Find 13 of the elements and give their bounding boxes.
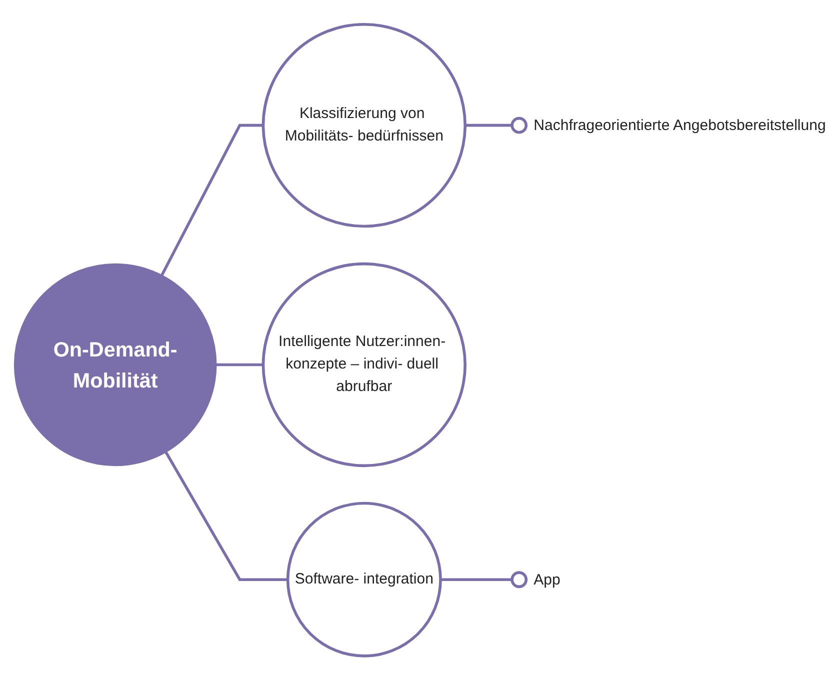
central-circle: On-Demand-Mobilität — [14, 264, 217, 466]
connector-line — [216, 364, 264, 366]
connector-line — [440, 578, 512, 582]
topic-circle: Klassifizierung von Mobilitäts- bedürfnissen — [262, 23, 466, 228]
connector-line — [465, 124, 512, 128]
topic-circle: Software- integration — [286, 502, 442, 658]
connector-line — [164, 452, 288, 582]
small-circle — [510, 117, 528, 134]
topic-circle: Intelligente Nutzer:innen- konzepte – indivi- duell abrufbar — [262, 262, 466, 468]
connector-line — [160, 124, 264, 276]
node-caption: Nachfrageorientierte Angebotsbereitstellung — [534, 117, 826, 134]
small-circle — [510, 571, 528, 588]
node-caption: App — [534, 572, 560, 589]
